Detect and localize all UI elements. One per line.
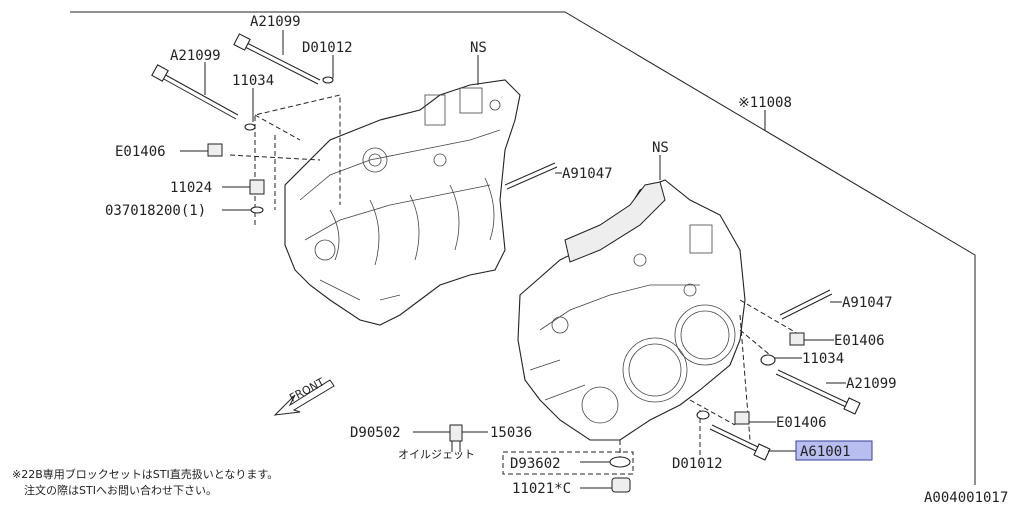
front-arrow-icon bbox=[273, 379, 335, 416]
label-front: FRONT bbox=[287, 375, 327, 404]
label-ns-right: NS bbox=[652, 140, 669, 156]
bolt-a21099-left[interactable] bbox=[151, 64, 239, 120]
stud-a91047-top[interactable] bbox=[504, 162, 558, 190]
label-a21099-right[interactable]: A21099 bbox=[846, 376, 897, 392]
label-d93602[interactable]: D93602 bbox=[510, 456, 561, 472]
plug-11024[interactable] bbox=[249, 179, 265, 195]
oil-jet-15036[interactable] bbox=[449, 424, 463, 452]
bolt-a21099-top[interactable] bbox=[233, 33, 321, 85]
seal-d93602[interactable] bbox=[609, 456, 631, 468]
label-11034-right[interactable]: 11034 bbox=[802, 351, 844, 367]
label-037018200[interactable]: 037018200(1) bbox=[105, 203, 206, 219]
label-a21099-top[interactable]: A21099 bbox=[250, 14, 301, 30]
label-a61001[interactable]: A61001 bbox=[800, 444, 851, 460]
washer-11034-top[interactable] bbox=[244, 123, 256, 131]
washer-d01012-bottom[interactable] bbox=[696, 410, 710, 420]
label-ns-top: NS bbox=[470, 40, 487, 56]
note-line-2: 注文の際はSTIへお問い合わせ下さい。 bbox=[24, 483, 217, 497]
highlight-a61001 bbox=[795, 440, 873, 461]
plug-11021[interactable] bbox=[611, 477, 631, 493]
label-11024[interactable]: 11024 bbox=[170, 180, 212, 196]
dowel-e01406-bottom[interactable] bbox=[734, 411, 750, 425]
note-line-1: ※22B専用ブロックセットはSTI直売扱いとなります。 bbox=[12, 467, 278, 481]
label-11008[interactable]: ※11008 bbox=[738, 95, 792, 111]
label-e01406-bottom[interactable]: E01406 bbox=[776, 415, 827, 431]
dowel-e01406-right[interactable] bbox=[789, 332, 805, 346]
label-11021[interactable]: 11021*C bbox=[512, 481, 571, 497]
bolt-a21099-right[interactable] bbox=[775, 369, 861, 415]
d93602-group-box bbox=[502, 451, 634, 475]
stud-a91047-right[interactable] bbox=[779, 289, 833, 320]
label-15036[interactable]: 15036 bbox=[490, 425, 532, 441]
washer-11034-right[interactable] bbox=[760, 354, 776, 366]
assembly-bracket-line bbox=[70, 11, 976, 485]
label-ref-code: A004001017 bbox=[924, 490, 1008, 506]
label-d01012-top[interactable]: D01012 bbox=[302, 40, 353, 56]
dowel-e01406-left[interactable] bbox=[207, 143, 223, 157]
label-e01406-left[interactable]: E01406 bbox=[115, 144, 166, 160]
label-d01012-bottom[interactable]: D01012 bbox=[672, 456, 723, 472]
label-a91047-right[interactable]: A91047 bbox=[842, 295, 893, 311]
washer-d01012-top[interactable] bbox=[322, 76, 334, 84]
right-crankcase-half[interactable] bbox=[517, 179, 746, 441]
label-11034-top[interactable]: 11034 bbox=[232, 73, 274, 89]
left-dashed-box bbox=[254, 94, 341, 225]
label-oil-jet: オイルジェット bbox=[398, 448, 475, 461]
label-a21099-left[interactable]: A21099 bbox=[170, 48, 221, 64]
gasket-037018200[interactable] bbox=[250, 206, 264, 214]
label-d90502[interactable]: D90502 bbox=[350, 425, 401, 441]
left-crankcase-half[interactable] bbox=[284, 79, 521, 326]
bolt-a61001[interactable] bbox=[709, 424, 771, 461]
label-e01406-right[interactable]: E01406 bbox=[834, 333, 885, 349]
label-a91047-top[interactable]: A91047 bbox=[562, 166, 613, 182]
